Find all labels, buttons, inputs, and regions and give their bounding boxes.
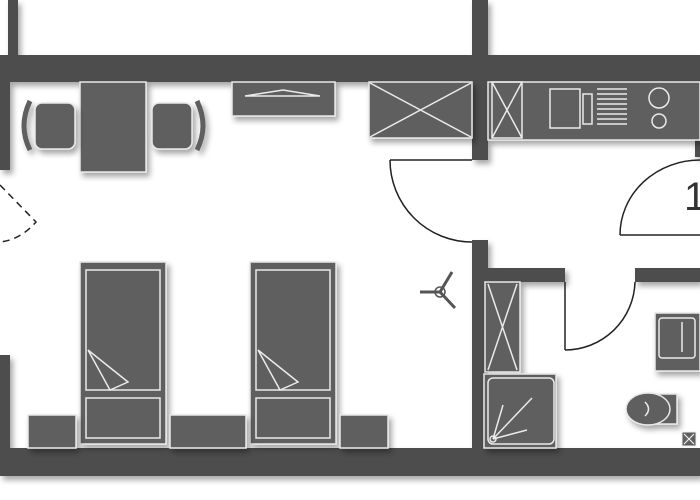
room-1-door[interactable] xyxy=(619,159,700,236)
bed-left xyxy=(79,261,167,445)
toilet xyxy=(625,392,678,426)
entry-door[interactable] xyxy=(0,184,38,243)
chair-right xyxy=(151,99,206,152)
stove-icon xyxy=(648,87,670,129)
dresser xyxy=(231,81,336,117)
sink-icon xyxy=(549,88,627,129)
wardrobe xyxy=(368,81,473,139)
room-number-label: 1 xyxy=(684,175,700,219)
bathroom-cabinet xyxy=(484,281,521,373)
ventilation-icon xyxy=(681,431,697,447)
bathroom-door[interactable] xyxy=(564,281,636,351)
kitchen-counter xyxy=(487,81,700,141)
desk xyxy=(79,81,147,173)
room-door[interactable] xyxy=(389,159,473,243)
bed-right xyxy=(249,261,337,445)
ceiling-fan-icon xyxy=(420,271,457,310)
bathroom-sink xyxy=(654,312,700,372)
nightstands xyxy=(27,414,389,449)
chair-left xyxy=(21,99,76,152)
shower xyxy=(483,373,557,449)
